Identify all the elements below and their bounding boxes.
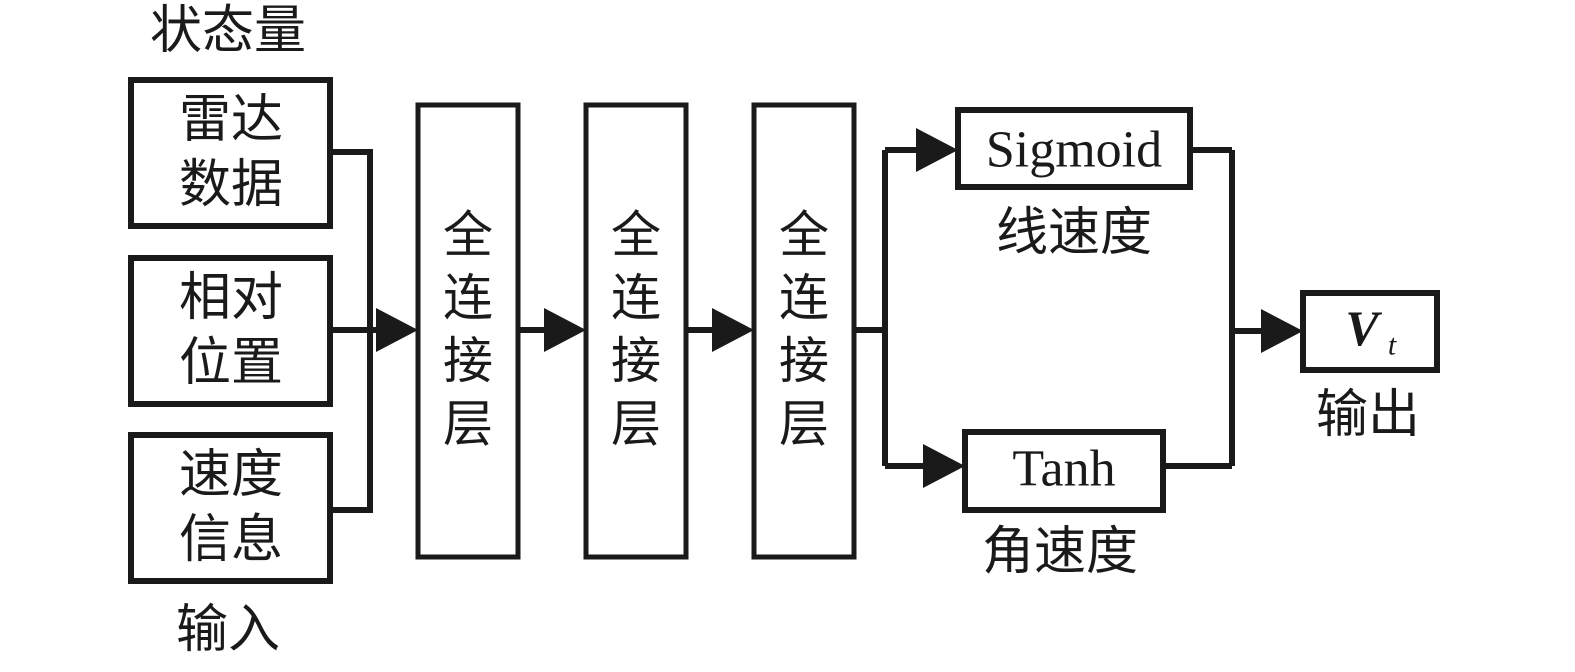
output-box-rect	[1300, 290, 1440, 373]
input-box-velocity-info[interactable]: 速度 信息	[128, 432, 333, 584]
fc-layer-1-char-2: 接	[443, 332, 493, 390]
activation-box-tanh-label: Tanh	[1012, 441, 1115, 498]
state-variable-label: 状态量	[150, 1, 306, 61]
fc-layer-1-rect	[415, 102, 521, 560]
fc-layer-2-char-3: 层	[611, 395, 661, 453]
fc-layer-1-char-3: 层	[443, 395, 493, 453]
fc-layer-2[interactable]: 全 连 接 层	[583, 102, 689, 560]
activation-box-sigmoid-label: Sigmoid	[986, 122, 1162, 179]
fc-layer-3-char-3: 层	[779, 395, 829, 453]
activation-box-sigmoid[interactable]: Sigmoid	[955, 107, 1193, 190]
output-box[interactable]: V t	[1300, 290, 1440, 373]
fc-layer-3[interactable]: 全 连 接 层	[751, 102, 857, 560]
arrow-head-branch-to-sigmoid	[916, 128, 958, 172]
fc-layer-3-rect	[751, 102, 857, 560]
fc-layer-1[interactable]: 全 连 接 层	[415, 102, 521, 560]
input-box-radar-data[interactable]: 雷达 数据	[128, 77, 333, 229]
fc-layer-2-char-1: 连	[611, 269, 661, 327]
wire-fc2-to-fc3	[686, 308, 754, 352]
output-symbol: V	[1345, 300, 1382, 356]
input-box-velocity-info-line1: 速度	[179, 445, 283, 505]
fc-layer-3-char-2: 接	[779, 332, 829, 390]
arrow-head-bus-to-fc1	[376, 308, 418, 352]
input-box-radar-data-line1: 雷达	[179, 90, 283, 150]
input-box-relative-position-line1: 相对	[179, 268, 283, 328]
fc-layer-2-char-2: 接	[611, 332, 661, 390]
arrow-head-fc2-to-fc3	[712, 308, 754, 352]
output-symbol-subscript: t	[1388, 329, 1397, 362]
input-box-velocity-info-rect	[128, 432, 333, 584]
fc-layer-1-char-1: 连	[443, 269, 493, 327]
wire-radar-to-bus	[327, 149, 373, 330]
fc-layer-2-char-0: 全	[611, 206, 661, 264]
wire-fc1-to-fc2	[518, 308, 586, 352]
fc-layer-2-rect	[583, 102, 689, 560]
arrow-head-fc1-to-fc2	[544, 308, 586, 352]
merge-wires	[1163, 147, 1303, 469]
activation-box-tanh[interactable]: Tanh	[962, 429, 1166, 513]
activation-box-tanh-rect	[962, 429, 1166, 513]
fc-layer-1-char-0: 全	[443, 206, 493, 264]
sigmoid-caption-linear-velocity: 线速度	[996, 203, 1152, 263]
input-label: 输入	[176, 600, 280, 660]
output-caption: 输出	[1316, 385, 1420, 445]
arrow-head-merge-to-output	[1261, 309, 1303, 353]
input-box-relative-position-rect	[128, 255, 333, 407]
input-box-relative-position[interactable]: 相对 位置	[128, 255, 333, 407]
input-box-velocity-info-line2: 信息	[179, 510, 283, 570]
arrow-head-branch-to-tanh	[923, 444, 965, 488]
input-box-relative-position-line2: 位置	[179, 333, 283, 393]
fc-layer-3-char-1: 连	[779, 269, 829, 327]
input-bus-wires	[327, 149, 418, 513]
branch-wires	[854, 128, 965, 488]
wire-velocity-to-bus	[327, 330, 373, 513]
tanh-caption-angular-velocity: 角速度	[982, 522, 1138, 582]
input-box-radar-data-rect	[128, 77, 333, 229]
fc-layer-3-char-0: 全	[779, 206, 829, 264]
input-box-radar-data-line2: 数据	[179, 155, 283, 215]
